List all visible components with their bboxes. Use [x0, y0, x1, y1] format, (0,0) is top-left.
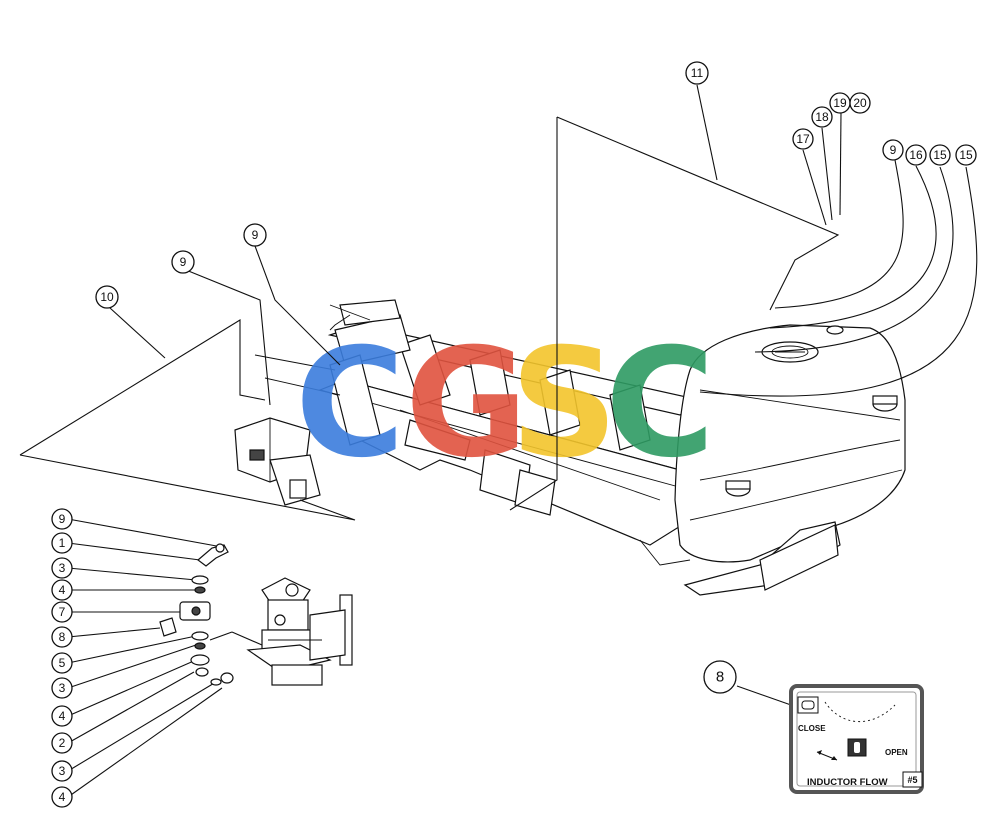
svg-text:10: 10 — [100, 290, 114, 304]
svg-text:4: 4 — [59, 709, 66, 723]
callout-11: 11 — [685, 61, 709, 85]
valve-stack — [159, 543, 263, 686]
svg-text:19: 19 — [833, 96, 847, 110]
svg-text:7: 7 — [59, 605, 66, 619]
svg-text:9: 9 — [180, 255, 187, 269]
callout-17: 17 — [792, 128, 814, 150]
svg-text:16: 16 — [909, 148, 923, 162]
watermark: C G S C — [295, 317, 715, 491]
callout-stack-4b: 4 — [51, 705, 73, 727]
watermark-letter-4: C — [605, 317, 715, 491]
callout-16: 16 — [905, 144, 927, 166]
callout-15-b: 15 — [955, 144, 977, 166]
callout-stack-2: 2 — [51, 732, 73, 754]
callout-stack-8: 8 — [51, 626, 73, 648]
inductor-assembly — [246, 577, 353, 686]
callout-9-mast: 9 — [243, 223, 267, 247]
callout-18: 18 — [811, 106, 833, 128]
svg-text:2: 2 — [59, 736, 66, 750]
watermark-letter-1: C — [295, 317, 405, 491]
callout-stack-7: 7 — [51, 601, 73, 623]
decal-arc — [824, 701, 896, 722]
callout-15-a: 15 — [929, 144, 951, 166]
callout-19: 19 — [829, 92, 851, 114]
solution-tank — [674, 324, 906, 563]
mount-bracket — [159, 617, 177, 637]
decal-close-label: CLOSE — [798, 724, 826, 733]
chassis-assembly — [234, 299, 906, 596]
svg-text:8: 8 — [59, 630, 66, 644]
svg-text:3: 3 — [59, 561, 66, 575]
callout-20: 20 — [849, 92, 871, 114]
decal-open-label: OPEN — [885, 748, 908, 757]
callouts: 11 17 18 19 20 9 16 15 15 9 9 10 9 1 3 — [51, 61, 977, 808]
callout-9-rail: 9 — [171, 250, 195, 274]
svg-text:4: 4 — [59, 790, 66, 804]
svg-text:8: 8 — [716, 669, 724, 686]
svg-text:3: 3 — [59, 764, 66, 778]
callout-stack-4a: 4 — [51, 579, 73, 601]
svg-text:5: 5 — [59, 656, 66, 670]
callout-stack-1: 1 — [51, 532, 73, 554]
open-icon — [847, 738, 867, 757]
svg-text:11: 11 — [691, 66, 704, 80]
svg-text:9: 9 — [252, 228, 259, 242]
watermark-letter-3: S — [510, 317, 618, 491]
callout-stack-3c: 3 — [51, 760, 73, 782]
decal-title: INDUCTOR FLOW — [807, 777, 888, 788]
svg-text:4: 4 — [59, 583, 66, 597]
leader-lines — [19, 84, 978, 798]
decal-number: #5 — [907, 775, 917, 785]
inductor-flow-decal: CLOSE OPEN INDUCTOR FLOW #5 — [789, 684, 924, 794]
svg-text:3: 3 — [59, 681, 66, 695]
svg-text:17: 17 — [796, 132, 810, 146]
svg-text:9: 9 — [59, 512, 66, 526]
svg-text:15: 15 — [933, 148, 947, 162]
rotate-arrow-icon — [816, 750, 838, 761]
close-icon — [797, 696, 819, 714]
svg-text:20: 20 — [853, 96, 867, 110]
callout-stack-3a: 3 — [51, 557, 73, 579]
callout-8-decal: 8 — [703, 660, 737, 694]
svg-text:15: 15 — [959, 148, 973, 162]
svg-text:9: 9 — [890, 143, 897, 157]
callout-9-tank: 9 — [882, 139, 904, 161]
svg-text:1: 1 — [59, 536, 66, 550]
svg-text:18: 18 — [815, 110, 829, 124]
watermark-letter-2: G — [405, 317, 528, 491]
callout-10: 10 — [95, 285, 119, 309]
callout-stack-9: 9 — [51, 508, 73, 530]
callout-stack-4c: 4 — [51, 786, 73, 808]
callout-stack-3b: 3 — [51, 677, 73, 699]
callout-stack-5: 5 — [51, 652, 73, 674]
